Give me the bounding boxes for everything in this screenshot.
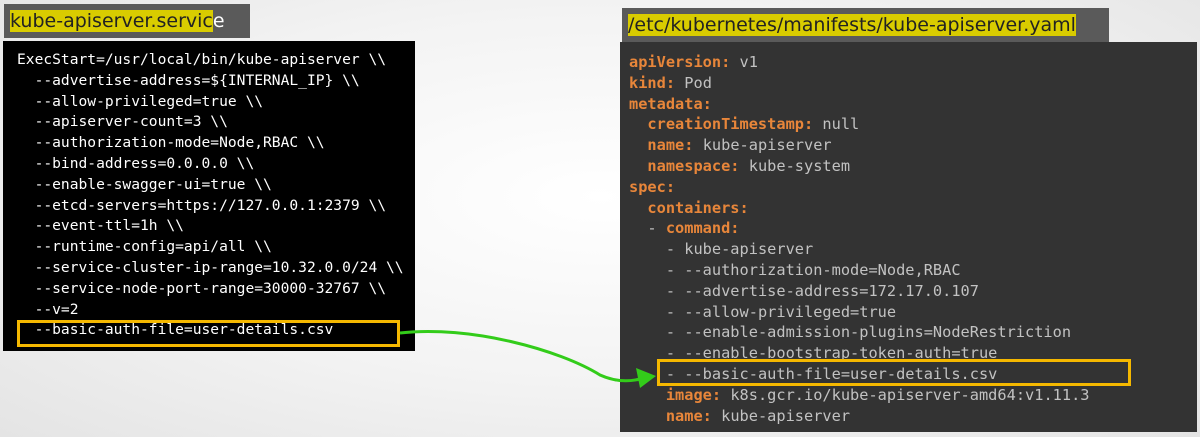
manifest-code-value: v1 — [730, 53, 758, 71]
manifest-code-value: kube-system — [739, 156, 851, 175]
manifest-code-line: containers: — [629, 198, 1090, 219]
service-code-line: --service-cluster-ip-range=10.32.0.0/24 … — [17, 258, 404, 276]
manifest-code-key: name: — [665, 406, 712, 425]
manifest-code-value: - --authorization-mode=Node,RBAC — [665, 260, 961, 279]
manifest-code-value: - --basic-auth-file=user-details.csv — [665, 364, 998, 383]
manifest-code-key: name: — [647, 136, 694, 155]
manifest-code-line: name: kube-apiserver — [629, 135, 1090, 156]
service-code-line: --allow-privileged=true \\ — [17, 92, 264, 110]
manifest-code-key: kind: — [629, 73, 676, 92]
service-code-line: --etcd-servers=https://127.0.0.1:2379 \\ — [17, 196, 387, 214]
manifest-code-key: metadata: — [629, 94, 712, 113]
manifest-code-indent: - — [629, 219, 666, 238]
manifest-code-value: null — [813, 115, 860, 134]
manifest-code-value: - kube-apiserver — [665, 240, 814, 259]
manifest-code-value: - --enable-bootstrap-token-auth=true — [665, 344, 998, 363]
manifest-code-key: command: — [665, 219, 740, 238]
manifest-code-line: kind: Pod — [629, 73, 1090, 94]
manifest-code-line: - --authorization-mode=Node,RBAC — [629, 260, 1090, 281]
manifest-code-value: k8s.gcr.io/kube-apiserver-amd64:v1.11.3 — [721, 385, 1090, 404]
manifest-code-line: apiVersion: v1 — [629, 52, 1090, 73]
service-code-line: --service-node-port-range=30000-32767 \\ — [17, 279, 387, 297]
manifest-code-line: namespace: kube-system — [629, 156, 1090, 177]
service-basic-auth-highlight-box — [17, 320, 400, 347]
manifest-code-key: spec: — [629, 177, 676, 196]
manifest-basic-auth-highlight-box — [657, 359, 1131, 386]
manifest-code-value: kube-apiserver — [711, 406, 851, 425]
manifest-code-value: - --allow-privileged=true — [665, 302, 897, 321]
manifest-code-value: - --enable-admission-plugins=NodeRestric… — [665, 323, 1072, 342]
service-code-line: --apiserver-count=3 \\ — [17, 113, 228, 131]
manifest-code-key: containers: — [647, 198, 749, 217]
manifest-code-line: name: kube-apiserver — [629, 406, 1090, 427]
manifest-file-title: /etc/kubernetes/manifests/kube-apiserver… — [622, 8, 1109, 42]
manifest-code-line: - --basic-auth-file=user-details.csv — [629, 364, 1090, 385]
manifest-code-value: Pod — [675, 73, 712, 92]
service-code-line: --basic-auth-file=user-details.csv — [17, 321, 334, 339]
manifest-code-line: - kube-apiserver — [629, 239, 1090, 260]
service-code-line: --authorization-mode=Node,RBAC \\ — [17, 134, 325, 152]
service-code-line: --enable-swagger-ui=true \\ — [17, 175, 272, 193]
service-file-title-highlight: kube-apiserver.servic — [10, 10, 213, 32]
service-file-title: kube-apiserver.service — [4, 4, 250, 38]
service-code-line: --v=2 — [17, 300, 79, 318]
manifest-code-line: metadata: — [629, 94, 1090, 115]
service-file-code: ExecStart=/usr/local/bin/kube-apiserver … — [17, 50, 404, 341]
manifest-code-line: image: k8s.gcr.io/kube-apiserver-amd64:v… — [629, 385, 1090, 406]
manifest-code-line: spec: — [629, 177, 1090, 198]
service-file-code-panel: ExecStart=/usr/local/bin/kube-apiserver … — [3, 41, 415, 351]
service-code-line: --event-ttl=1h \\ — [17, 217, 184, 235]
service-code-line: --runtime-config=api/all \\ — [17, 238, 272, 256]
manifest-code-line: - --enable-admission-plugins=NodeRestric… — [629, 322, 1090, 343]
manifest-code-line: creationTimestamp: null — [629, 114, 1090, 135]
manifest-code-key: apiVersion: — [629, 53, 731, 71]
manifest-code-key: creationTimestamp: — [647, 115, 814, 134]
service-code-line: --advertise-address=${INTERNAL_IP} \\ — [17, 71, 360, 89]
manifest-code-value: - --advertise-address=172.17.0.107 — [665, 281, 979, 300]
manifest-code-line: - --advertise-address=172.17.0.107 — [629, 281, 1090, 302]
connector-arrow-head — [636, 368, 656, 388]
service-code-line: --bind-address=0.0.0.0 \\ — [17, 154, 255, 172]
manifest-code-key: namespace: — [647, 156, 740, 175]
service-file-title-rest: e — [212, 10, 225, 32]
manifest-code-line: - --enable-bootstrap-token-auth=true — [629, 343, 1090, 364]
manifest-file-title-highlight: /etc/kubernetes/manifests/kube-apiserver… — [628, 14, 1076, 36]
manifest-code-value: kube-apiserver — [693, 136, 832, 155]
connector-arrow-line — [399, 329, 641, 383]
manifest-code-line: - command: — [629, 218, 1090, 239]
manifest-code-key: image: — [665, 385, 722, 404]
manifest-code-line: - --allow-privileged=true — [629, 302, 1090, 323]
service-code-line: ExecStart=/usr/local/bin/kube-apiserver … — [17, 51, 387, 68]
